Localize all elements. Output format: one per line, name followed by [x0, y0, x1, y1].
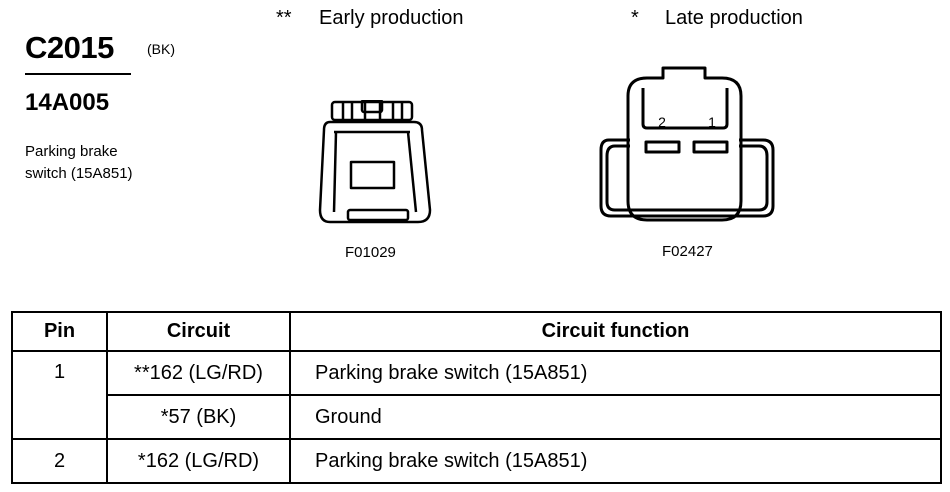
early-connector-body: [318, 120, 432, 224]
table-row: 1 **162 (LG/RD) Parking brake switch (15…: [11, 350, 942, 440]
header-pin: Pin: [11, 311, 108, 352]
component-description: Parking brake switch (15A851): [25, 141, 195, 185]
legend-early-text: Early production: [319, 7, 464, 29]
header-circuit-function: Circuit function: [289, 311, 942, 352]
pin-label-1: 1: [708, 114, 716, 130]
connector-color: (BK): [147, 41, 175, 57]
pinout-table: Pin Circuit Circuit function 1 **162 (LG…: [11, 311, 942, 484]
cell-function: Ground: [289, 394, 942, 440]
cell-circuit: **162 (LG/RD): [106, 350, 291, 396]
table-row: 2 *162 (LG/RD) Parking brake switch (15A…: [11, 438, 942, 484]
late-connector-shroud: [599, 138, 775, 218]
connector-id: C2015: [25, 30, 114, 65]
legend-late-text: Late production: [665, 7, 803, 29]
header-circuit: Circuit: [106, 311, 291, 352]
pin-label-2: 2: [658, 114, 666, 130]
early-figure-ref: F01029: [345, 244, 396, 261]
table-header-row: Pin Circuit Circuit function: [11, 311, 942, 352]
cell-function: Parking brake switch (15A851): [289, 350, 942, 396]
cell-pin: 2: [11, 438, 108, 484]
component-desc-line-1: Parking brake: [25, 143, 118, 160]
cell-pin: 1: [11, 350, 108, 440]
cell-circuit: *57 (BK): [106, 394, 291, 440]
legend-early-mark: **: [276, 7, 292, 29]
early-connector-cavity: [349, 160, 396, 190]
part-number: 14A005: [25, 89, 110, 116]
table-row: *57 (BK) Ground: [12, 394, 942, 440]
late-connector-drawing: 2 1: [599, 66, 775, 222]
early-connector-drawing: [318, 100, 432, 224]
cell-circuit: *162 (LG/RD): [106, 438, 291, 484]
connector-id-underline: [25, 73, 131, 75]
pin-2-terminal: [644, 140, 681, 154]
early-connector-latch: [330, 100, 414, 122]
late-connector-body: [626, 66, 743, 222]
pin-1-terminal: [692, 140, 729, 154]
legend-late-mark: *: [631, 7, 639, 29]
late-figure-ref: F02427: [662, 243, 713, 260]
cell-function: Parking brake switch (15A851): [289, 438, 942, 484]
component-desc-line-2: switch (15A851): [25, 165, 133, 182]
